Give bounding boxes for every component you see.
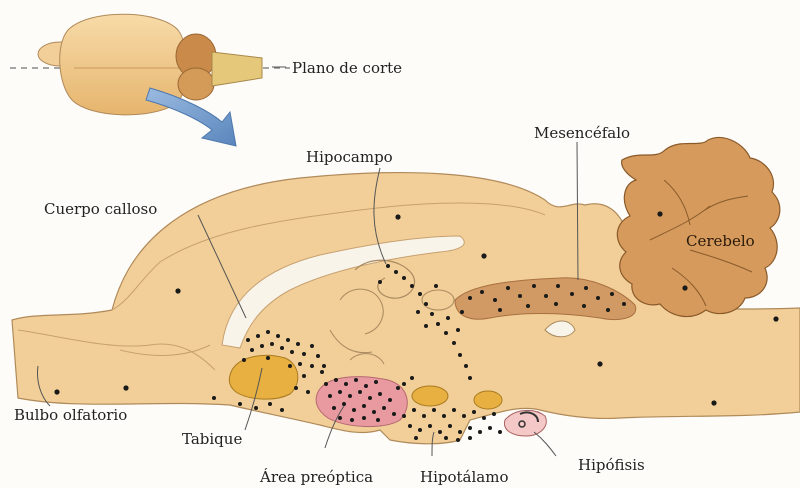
cerebellum [617,138,780,317]
label-hipocampo: Hipocampo [306,148,393,166]
label-hipotalamo: Hipotálamo [420,468,508,486]
label-cuerpo-calloso: Cuerpo calloso [44,200,157,218]
label-hipofisis: Hipófisis [578,456,645,474]
label-tabique: Tabique [182,430,242,448]
dorsal-view-inset: Plano de corte [10,14,402,146]
preoptic-area [316,377,407,427]
brainstem-top [212,52,262,86]
label-area-preoptica: Área preóptica [259,468,373,486]
label-bulbo-olfatorio: Bulbo olfatorio [14,406,127,424]
label-cerebelo: Cerebelo [686,232,755,250]
hypothalamic-nucleus-1 [412,386,448,406]
septum-nucleus [229,355,297,399]
label-mesencefalo: Mesencéfalo [534,124,630,142]
sagittal-section: Cerebelo [12,138,800,444]
hypothalamic-nucleus-2 [474,391,502,409]
label-plano-de-corte: Plano de corte [292,59,402,77]
